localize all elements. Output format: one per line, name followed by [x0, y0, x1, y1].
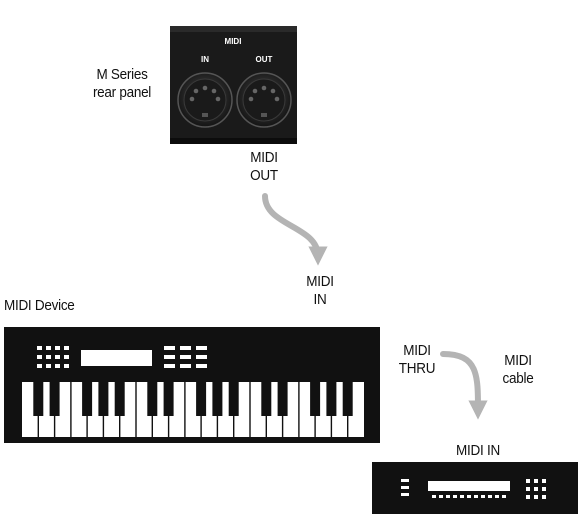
- rack-led: [453, 495, 457, 498]
- rack-led: [495, 495, 499, 498]
- midi-cable-label-line1: MIDI: [504, 352, 532, 369]
- rear-panel: MIDI IN OUT: [170, 26, 297, 144]
- rack-led: [474, 495, 478, 498]
- black-key: [147, 382, 158, 416]
- black-key: [212, 382, 223, 416]
- rack-led: [439, 495, 443, 498]
- rack-led: [446, 495, 450, 498]
- rack-led: [488, 495, 492, 498]
- midi-cable-arrow-1: [262, 193, 328, 266]
- black-key: [82, 382, 93, 416]
- rear-panel-caption: M Series rear panel: [84, 66, 160, 102]
- rear-panel-caption-line2: rear panel: [92, 84, 152, 101]
- midi-thru-label-line2: THRU: [398, 360, 436, 377]
- midi-thru-label-line1: MIDI: [403, 342, 431, 359]
- midi-out-label-line2: OUT: [250, 167, 278, 184]
- black-key: [196, 382, 207, 416]
- midi-cable-label-line2: cable: [502, 370, 534, 387]
- midi-cable-arrow-2: [440, 351, 488, 420]
- panel-port-out-label: OUT: [256, 55, 273, 64]
- rack-led: [502, 495, 506, 498]
- rack-module-icon: [372, 462, 578, 514]
- white-key-divider: [184, 382, 186, 437]
- midi-in-label: MIDI IN: [297, 273, 344, 309]
- rack-led: [432, 495, 436, 498]
- midi-out-label-line1: MIDI: [250, 149, 278, 166]
- rack-led: [481, 495, 485, 498]
- white-key-divider: [135, 382, 137, 437]
- black-key: [326, 382, 337, 416]
- rack-led: [467, 495, 471, 498]
- midi-in-label-line1: MIDI: [306, 273, 334, 290]
- keyboard-icon: [4, 327, 380, 443]
- white-key-divider: [249, 382, 251, 437]
- black-key: [228, 382, 239, 416]
- panel-port-in-label: IN: [201, 55, 209, 64]
- black-key: [49, 382, 60, 416]
- midi-thru-label: MIDI THRU: [394, 342, 441, 378]
- black-key: [342, 382, 353, 416]
- black-key: [277, 382, 288, 416]
- black-key: [310, 382, 321, 416]
- panel-midi-title: MIDI: [225, 37, 242, 46]
- black-key: [261, 382, 272, 416]
- midi-din-in-jack-icon: [177, 72, 233, 128]
- keyboard-keys: [33, 382, 353, 437]
- midi-cable-label: MIDI cable: [495, 352, 542, 388]
- black-key: [98, 382, 109, 416]
- black-key: [33, 382, 44, 416]
- midi-in-label-line2: IN: [313, 291, 327, 308]
- midi-device-label: MIDI Device: [4, 297, 75, 314]
- midi-in-bottom-label: MIDI IN: [456, 442, 500, 459]
- midi-din-out-jack-icon: [236, 72, 292, 128]
- midi-out-label: MIDI OUT: [241, 149, 288, 185]
- white-key-divider: [70, 382, 72, 437]
- black-key: [114, 382, 125, 416]
- white-key-divider: [298, 382, 300, 437]
- rack-led: [460, 495, 464, 498]
- rear-panel-caption-line1: M Series: [96, 66, 148, 83]
- black-key: [163, 382, 174, 416]
